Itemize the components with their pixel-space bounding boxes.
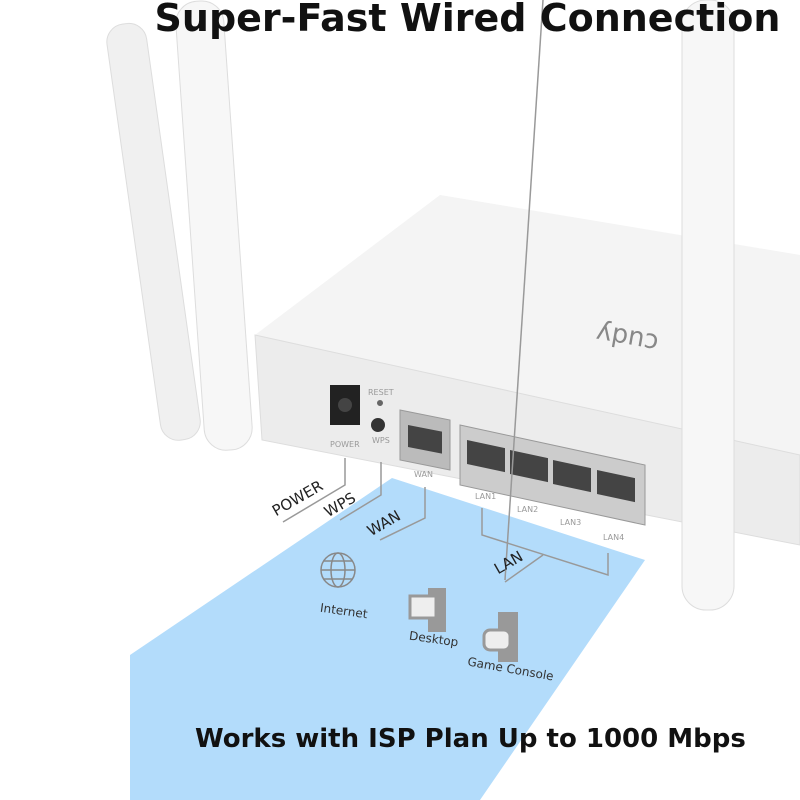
lan4-label: LAN4 <box>603 533 625 542</box>
globe-icon <box>320 552 356 588</box>
subheadline: Works with ISP Plan Up to 1000 Mbps <box>195 724 746 754</box>
wps-port-label: WPS <box>372 436 390 445</box>
antenna-left-front <box>175 0 253 451</box>
lan3-label: LAN3 <box>560 518 582 527</box>
lan-port-group <box>459 424 646 526</box>
wan-port-label: WAN <box>414 470 433 479</box>
desktop-icon <box>408 588 446 632</box>
reset-hole <box>377 400 383 406</box>
lan2-port <box>510 450 548 483</box>
headline: Super-Fast Wired Connection <box>154 0 781 40</box>
reset-label: RESET <box>368 388 394 397</box>
lan1-label: LAN1 <box>475 492 497 501</box>
router-top <box>255 195 800 455</box>
lan2-label: LAN2 <box>517 505 539 514</box>
power-port-label: POWER <box>330 440 360 449</box>
game-console-icon <box>482 612 518 662</box>
lan4-port <box>597 470 635 503</box>
antenna-left-back <box>106 22 201 441</box>
wps-button <box>371 418 385 432</box>
lan3-port <box>553 460 591 493</box>
lan1-port <box>467 440 505 473</box>
antenna-right <box>681 0 735 611</box>
light-beam <box>130 478 645 800</box>
